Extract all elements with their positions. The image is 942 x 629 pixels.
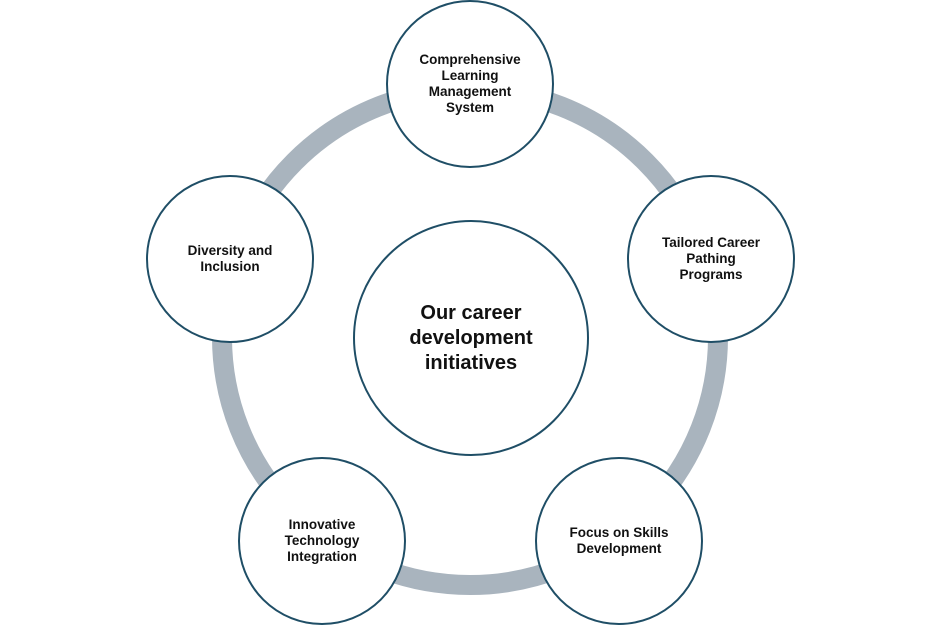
- initiative-circle-career-pathing: Tailored Career Pathing Programs: [627, 175, 795, 343]
- initiative-circle-technology-integration: Innovative Technology Integration: [238, 457, 406, 625]
- initiative-label: Comprehensive Learning Management System: [419, 52, 521, 115]
- initiative-label: Innovative Technology Integration: [284, 517, 360, 564]
- initiative-label: Diversity and Inclusion: [187, 243, 273, 274]
- center-circle: Our career development initiatives: [353, 220, 589, 456]
- initiative-label: Focus on Skills Development: [569, 525, 669, 556]
- initiative-circle-diversity-inclusion: Diversity and Inclusion: [146, 175, 314, 343]
- initiative-label: Tailored Career Pathing Programs: [661, 235, 761, 282]
- initiative-circle-learning-management: Comprehensive Learning Management System: [386, 0, 554, 168]
- center-title: Our career development initiatives: [409, 301, 533, 374]
- initiative-circle-skills-development: Focus on Skills Development: [535, 457, 703, 625]
